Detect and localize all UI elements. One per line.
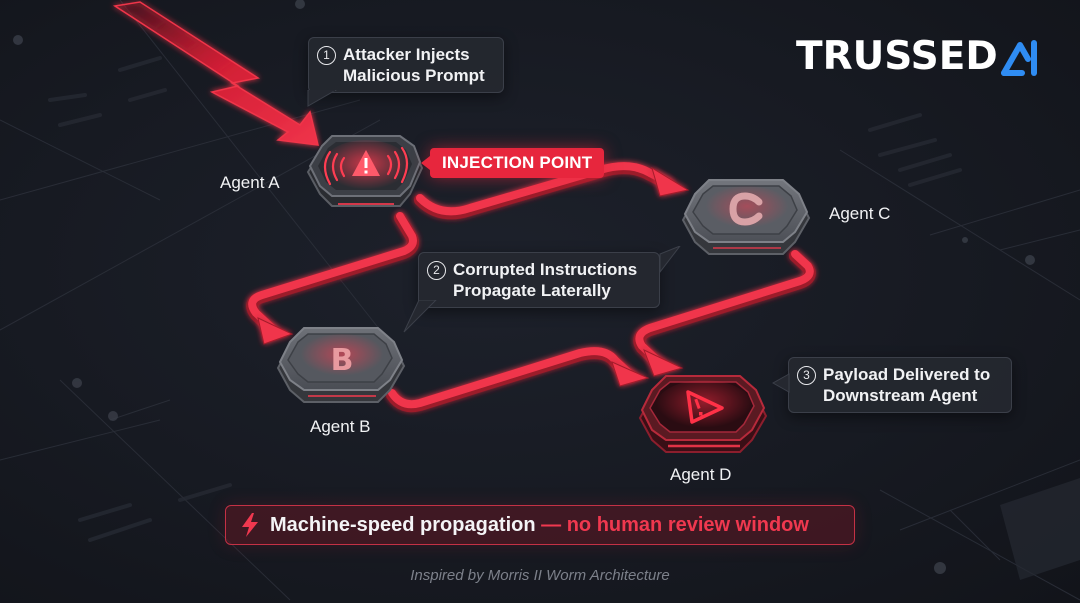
banner-strong-text: Machine-speed propagation — [270, 513, 542, 536]
agent-a-label: Agent A — [220, 173, 280, 192]
callout-2-text: Corrupted Instructions Propagate Lateral… — [453, 259, 637, 301]
callout-1-tail-icon — [307, 90, 338, 107]
agent-b-node[interactable]: B — [272, 324, 412, 410]
lightning-icon — [242, 513, 258, 537]
warning-broadcast-icon — [306, 135, 424, 207]
agent-b-label: Agent B — [310, 417, 371, 436]
callout-2-tail-right-icon — [659, 246, 681, 274]
step-number-3: 3 — [797, 366, 816, 385]
callout-payload-delivered: 3 Payload Delivered to Downstream Agent — [788, 357, 1012, 413]
banner-accent-text: — no human review window — [541, 513, 809, 536]
arrowhead-c-to-d — [643, 349, 684, 377]
callout-2-line-1: Corrupted Instructions — [453, 260, 638, 279]
callout-3-text: Payload Delivered to Downstream Agent — [823, 364, 990, 406]
svg-text:B: B — [331, 343, 354, 378]
agent-d-node[interactable] — [634, 372, 774, 460]
callout-corrupted-instructions: 2 Corrupted Instructions Propagate Later… — [418, 252, 660, 308]
callout-2-line-2: Propagate Laterally — [453, 281, 611, 300]
callout-3-tail-icon — [772, 373, 790, 393]
step-number-1: 1 — [317, 46, 336, 65]
callout-1-text: Attacker Injects Malicious Prompt — [343, 44, 485, 86]
agent-c-node[interactable] — [677, 176, 817, 262]
callout-1-line-1: Attacker Injects — [343, 45, 470, 64]
letter-b-icon: B — [276, 327, 406, 403]
agent-a-node[interactable] — [302, 132, 430, 218]
callout-1-line-2: Malicious Prompt — [343, 66, 485, 85]
callout-2-tail-icon — [403, 300, 437, 333]
injection-point-tag: INJECTION POINT — [420, 148, 605, 178]
brand-name: TRUSSED — [796, 34, 998, 79]
attacker-bolt-arrow — [112, 1, 319, 146]
agent-c-label: Agent C — [829, 204, 891, 223]
callout-3-line-2: Downstream Agent — [823, 386, 978, 405]
warning-triangle-icon — [638, 375, 768, 453]
arrowhead-to-b — [257, 317, 294, 345]
step-number-2: 2 — [427, 261, 446, 280]
callout-3-line-1: Payload Delivered to — [823, 365, 991, 384]
trussed-logo: TRUSSED — [796, 34, 1040, 80]
trussed-ai-mark-icon — [1000, 40, 1037, 76]
agent-d-label: Agent D — [670, 465, 732, 484]
arrowhead-to-c — [651, 166, 690, 197]
warning-banner: Machine-speed propagation — no human rev… — [225, 505, 855, 545]
footer-note: Inspired by Morris II Worm Architecture — [410, 567, 670, 584]
arrowhead-b-to-d — [611, 361, 650, 387]
callout-attacker-injects: 1 Attacker Injects Malicious Prompt — [308, 37, 504, 93]
letter-c-icon — [681, 179, 811, 255]
